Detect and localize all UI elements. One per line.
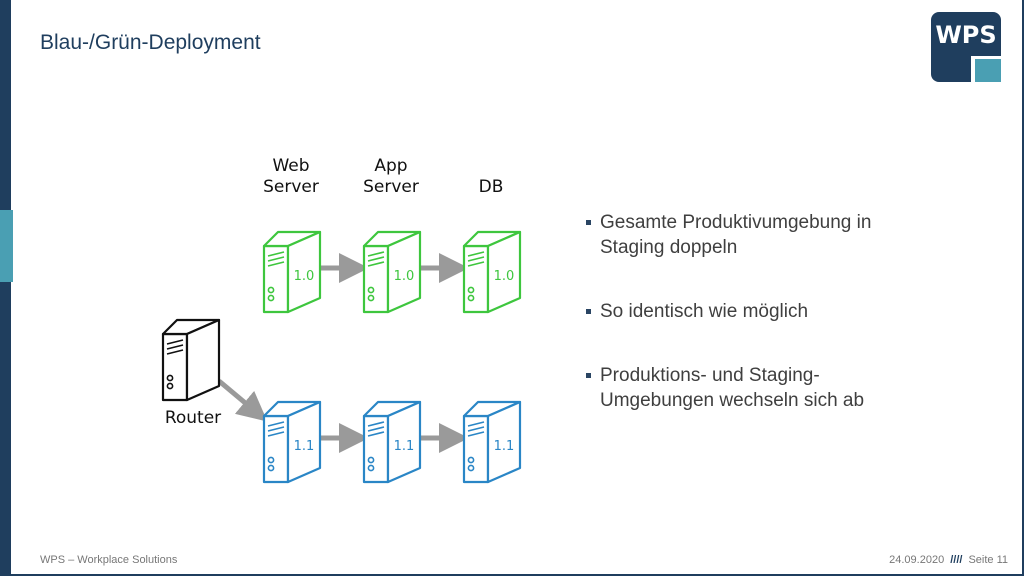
bullet-item: Produktions- und Staging-Umgebungen wech… xyxy=(586,363,906,413)
bullet-item: Gesamte Produktivumgebung in Staging dop… xyxy=(586,210,906,260)
green-app-server: 1.0 xyxy=(362,230,422,314)
footer-page: Seite 11 xyxy=(968,554,1008,566)
footer-date: 24.09.2020 xyxy=(889,554,945,566)
right-edge-bar xyxy=(1022,0,1024,576)
left-edge-bar xyxy=(0,0,11,576)
bullet-marker xyxy=(586,309,591,314)
blue-db-server: 1.1 xyxy=(462,400,522,484)
logo-text: WPS xyxy=(935,21,996,49)
bullet-list: Gesamte Produktivumgebung in Staging dop… xyxy=(586,210,906,452)
version-label: 1.1 xyxy=(394,439,415,454)
arrow-router-to-blue xyxy=(217,379,268,422)
footer-company: WPS – Workplace Solutions xyxy=(40,554,178,566)
bullet-marker xyxy=(586,373,591,378)
bottom-edge-bar xyxy=(0,574,1024,576)
column-label-db: DB xyxy=(478,177,504,197)
router-server-icon xyxy=(161,318,221,402)
version-label: 1.0 xyxy=(494,269,515,284)
green-web-server: 1.0 xyxy=(262,230,322,314)
left-accent-bar xyxy=(0,210,13,282)
slide-title: Blau-/Grün-Deployment xyxy=(40,31,261,54)
footer-meta: 24.09.2020 //// Seite 11 xyxy=(889,554,1008,566)
blue-web-server: 1.1 xyxy=(262,400,322,484)
version-label: 1.0 xyxy=(294,269,315,284)
footer-separator: //// xyxy=(950,554,963,566)
version-label: 1.0 xyxy=(394,269,415,284)
bullet-marker xyxy=(586,220,591,225)
wps-logo: WPS xyxy=(931,12,1001,82)
blue-app-server: 1.1 xyxy=(362,400,422,484)
version-label: 1.1 xyxy=(294,439,315,454)
version-label: 1.1 xyxy=(494,439,515,454)
bullet-item: So identisch wie möglich xyxy=(586,299,906,324)
green-db-server: 1.0 xyxy=(462,230,522,314)
router-label: Router xyxy=(164,408,222,428)
